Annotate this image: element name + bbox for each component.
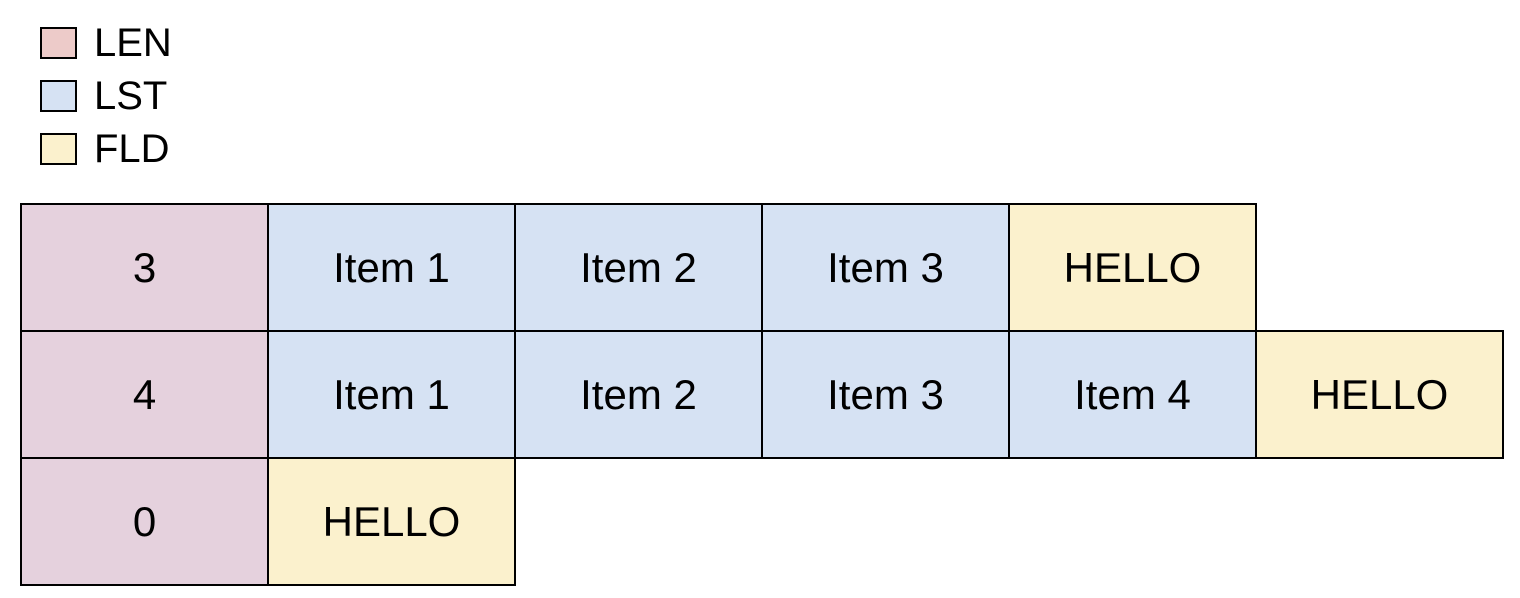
legend-item-label: LST [94, 74, 168, 118]
legend-item-fld: FLD [40, 127, 172, 171]
cell-fld: HELLO [1255, 330, 1504, 459]
cell-lst: Item 3 [761, 330, 1010, 459]
legend-swatch-len-icon [40, 27, 77, 59]
layout-row-2: 4 Item 1 Item 2 Item 3 Item 4 HELLO [20, 330, 1504, 459]
memory-layout-rows: 3 Item 1 Item 2 Item 3 HELLO 4 Item 1 It… [20, 203, 1504, 586]
layout-row-3: 0 HELLO [20, 457, 1502, 586]
legend: LEN LST FLD [40, 21, 172, 185]
legend-item-label: LEN [94, 21, 172, 65]
cell-lst: Item 2 [514, 203, 763, 332]
cell-lst: Item 3 [761, 203, 1010, 332]
cell-len: 3 [20, 203, 269, 332]
cell-lst: Item 1 [267, 203, 516, 332]
cell-len: 0 [20, 457, 269, 586]
cell-fld: HELLO [1008, 203, 1257, 332]
cell-lst: Item 4 [1008, 330, 1257, 459]
cell-fld: HELLO [267, 457, 516, 586]
legend-item-lst: LST [40, 74, 172, 118]
legend-swatch-lst-icon [40, 80, 77, 112]
cell-lst: Item 2 [514, 330, 763, 459]
legend-item-len: LEN [40, 21, 172, 65]
cell-lst: Item 1 [267, 330, 516, 459]
cell-len: 4 [20, 330, 269, 459]
layout-row-1: 3 Item 1 Item 2 Item 3 HELLO [20, 203, 1502, 332]
legend-item-label: FLD [94, 127, 170, 171]
legend-swatch-fld-icon [40, 133, 77, 165]
